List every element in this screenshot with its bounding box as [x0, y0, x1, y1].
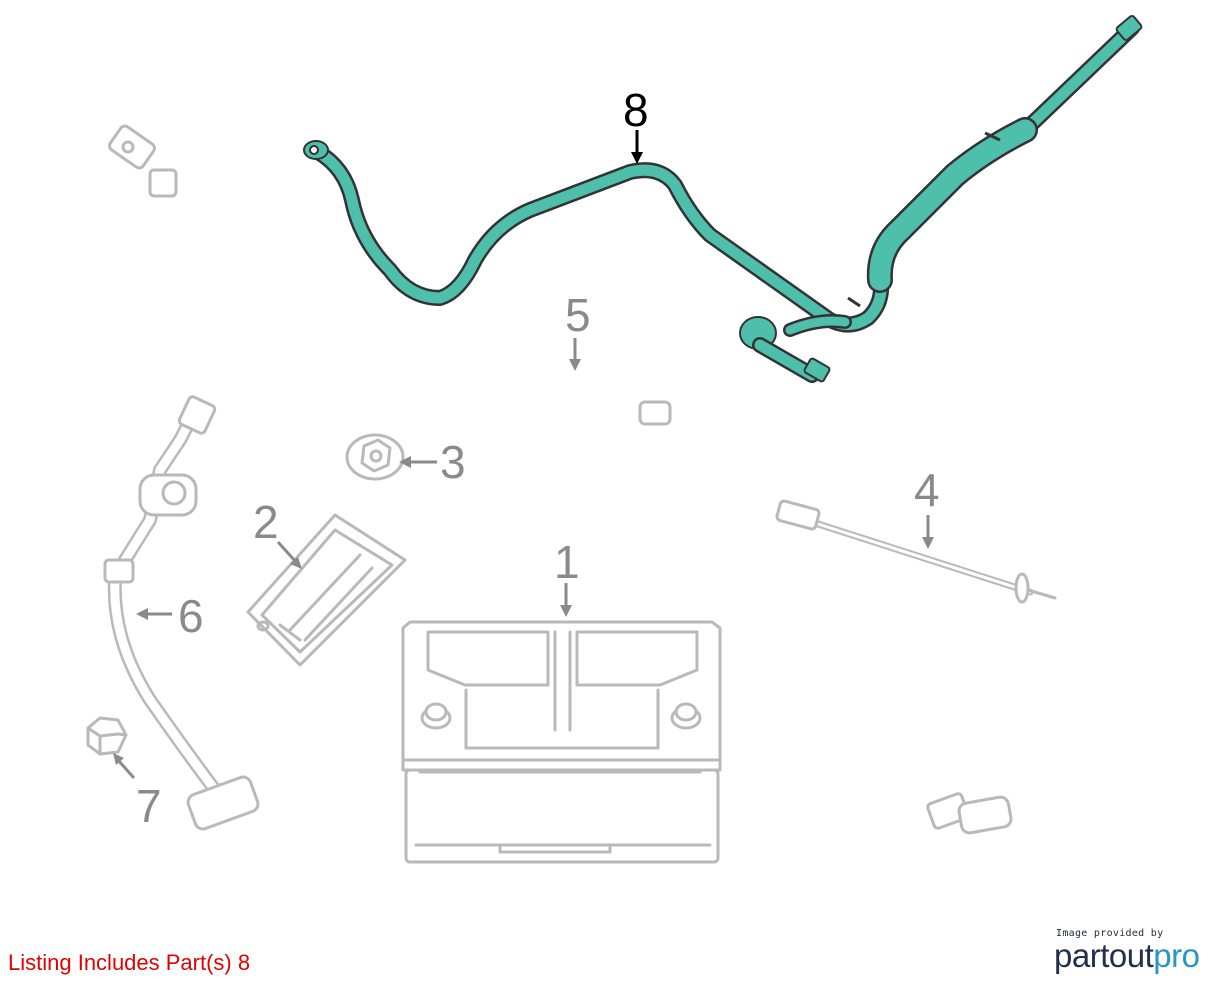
- part-6-cable: [103, 395, 260, 831]
- callout-3: 3: [440, 436, 466, 488]
- callout-7: 7: [136, 780, 162, 832]
- callout-5: 5: [565, 289, 591, 341]
- callout-8: 8: [623, 84, 649, 136]
- partoutpro-logo: partoutpro: [1054, 939, 1214, 973]
- part-8-cable: [303, 15, 1143, 383]
- image-credit: Image provided by partoutpro: [1054, 928, 1214, 973]
- leader-lines: [113, 130, 934, 779]
- callout-1: 1: [554, 536, 580, 588]
- logo-part2: pro: [1153, 937, 1200, 974]
- part-1-battery: [401, 620, 722, 864]
- part-2-bracket: [246, 513, 407, 667]
- part-7-nut: [86, 716, 128, 756]
- part-5-cable: [108, 124, 1028, 835]
- part-3-nut: [345, 433, 405, 481]
- callout-6: 6: [178, 590, 204, 642]
- callout-2: 2: [253, 496, 279, 548]
- part-4-stud: [775, 499, 1057, 604]
- callout-4: 4: [914, 464, 940, 516]
- listing-note: Listing Includes Part(s) 8: [8, 950, 251, 975]
- credit-caption: Image provided by: [1056, 928, 1164, 939]
- logo-part1: partout: [1054, 937, 1154, 974]
